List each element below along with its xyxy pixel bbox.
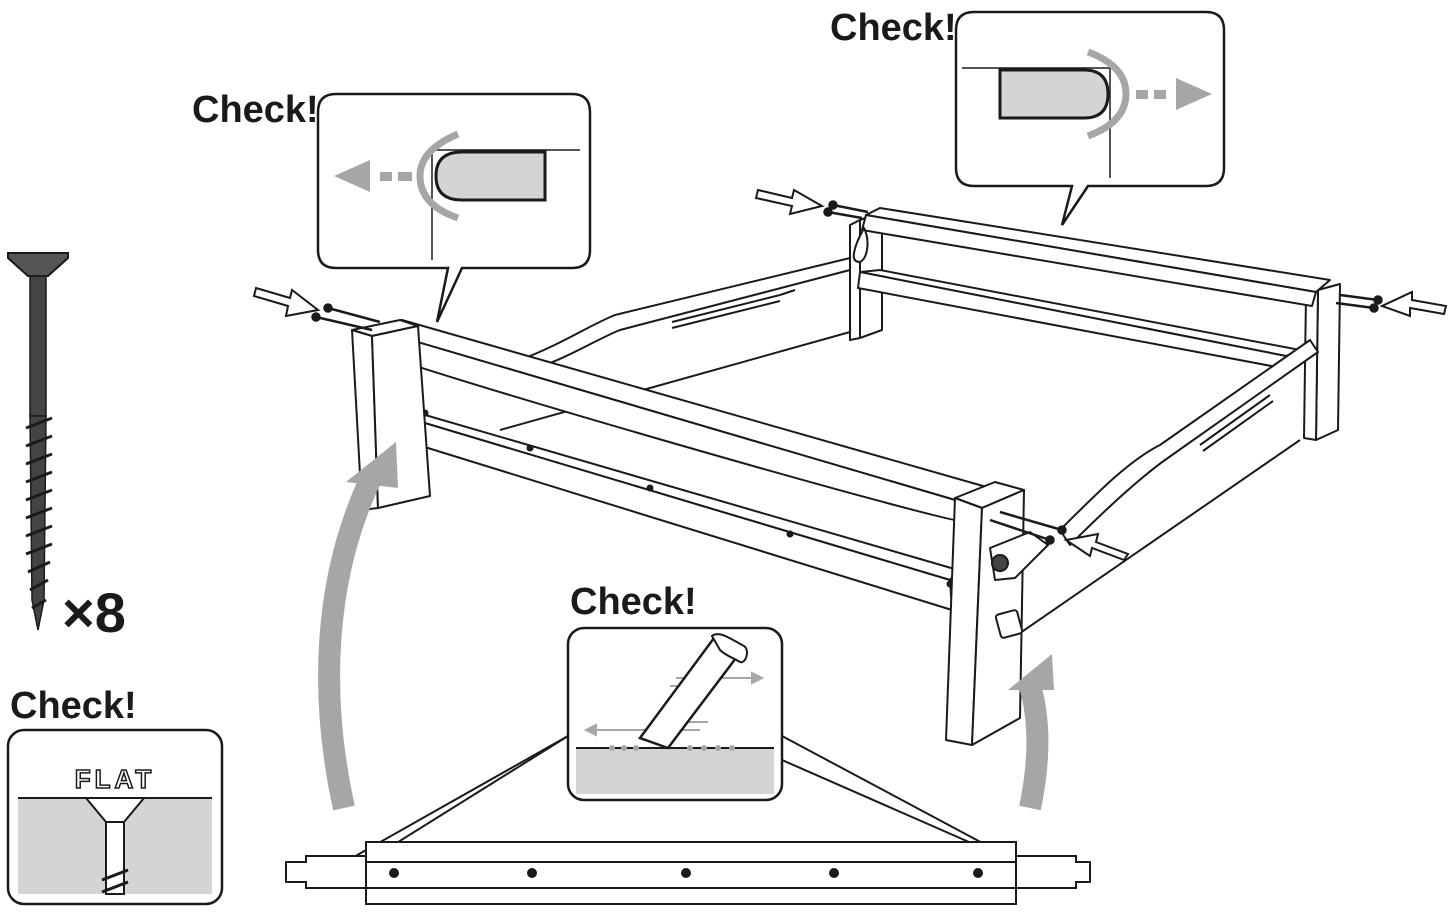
headboard-rail xyxy=(861,207,1331,307)
arrow-right-icon xyxy=(252,286,321,318)
wood-screw xyxy=(7,252,69,631)
callout-bottom: Check! xyxy=(566,581,784,802)
curved-arrow-up-icon xyxy=(1019,682,1049,811)
bottom-rail-part xyxy=(285,841,1091,905)
left-side-rail xyxy=(519,257,851,373)
slot-shape xyxy=(434,150,547,202)
footboard-rail xyxy=(364,319,991,524)
back-bracket xyxy=(852,227,869,263)
arrow-left-icon xyxy=(334,160,412,192)
floor-line xyxy=(499,331,851,431)
right-side-rail xyxy=(1009,339,1319,641)
arrow-right-icon xyxy=(1136,78,1212,110)
callout-screw-flat: Check! FLAT xyxy=(6,685,224,906)
flat-label: FLAT xyxy=(75,764,156,794)
arrow-left-icon xyxy=(1379,290,1448,318)
corner-bracket xyxy=(989,531,1049,581)
curved-arrow-up-icon xyxy=(318,471,382,811)
screw-pointer-arrows xyxy=(252,188,1448,562)
callout-top-right: Check! xyxy=(830,7,1226,226)
back-right-post xyxy=(1303,283,1341,441)
arrow-left-icon xyxy=(1063,532,1130,562)
screw-quantity: ×8 xyxy=(62,581,126,644)
front-right-post xyxy=(945,481,1025,746)
callout-left: Check! xyxy=(192,89,592,323)
callout-left-title: Check! xyxy=(192,89,319,131)
bed-frame xyxy=(351,207,1341,746)
screws-inserted xyxy=(311,200,1383,545)
slot-shape xyxy=(998,68,1110,120)
arrow-right-icon xyxy=(754,188,825,216)
callout-bottom-title: Check! xyxy=(570,581,697,623)
install-arrows xyxy=(318,442,1054,811)
callout-top-right-title: Check! xyxy=(830,7,957,49)
callout-screw-title: Check! xyxy=(10,685,137,727)
